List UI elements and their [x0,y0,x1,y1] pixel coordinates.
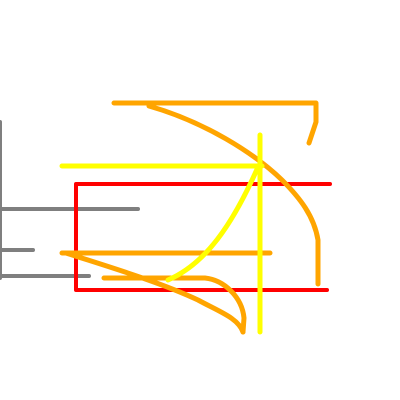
yellow-curve-stroke [165,164,261,283]
red-rectangle [74,182,332,292]
orange-bottom-hook [101,275,247,335]
orange-long-curve [146,103,321,287]
orange-top-bracket [111,100,319,146]
orange-lower-curve [63,250,246,335]
